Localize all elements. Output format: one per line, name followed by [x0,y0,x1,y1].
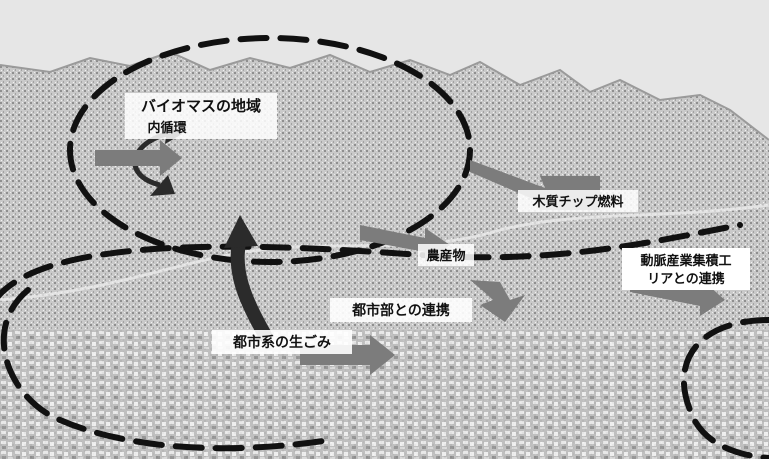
regional-loop [67,35,473,265]
label-biomass-title: バイオマスの地域 [141,97,261,115]
industry-loop [680,317,769,459]
urban-link-arrow [470,280,525,322]
urban-loop [0,287,333,452]
label-urban-waste-text: 都市系の生ごみ [232,334,331,351]
label-biomass: バイオマスの地域 内循環 [125,93,277,139]
label-urban-waste: 都市系の生ごみ [212,330,352,354]
label-wood-chip-text: 木質チップ燃料 [531,194,623,210]
label-urban-link: 都市部との連携 [330,298,472,322]
label-urban-link-text: 都市部との連携 [351,302,450,319]
label-crops: 農産物 [418,244,474,266]
label-biomass-sub: 内循環 [147,120,187,136]
mountain-range [0,0,769,140]
label-crops-text: 農産物 [426,248,465,264]
outer-loop [0,222,743,299]
dashed-loops [0,35,769,459]
biomass-arrow [95,140,182,176]
label-industry-line1: 動脈産業集積工 [640,253,731,269]
urban-waste-arrow [224,215,272,342]
label-wood-chip: 木質チップ燃料 [518,190,638,212]
label-industry: 動脈産業集積工 リアとの連携 [622,248,750,290]
label-industry-line2: リアとの連携 [647,271,725,287]
